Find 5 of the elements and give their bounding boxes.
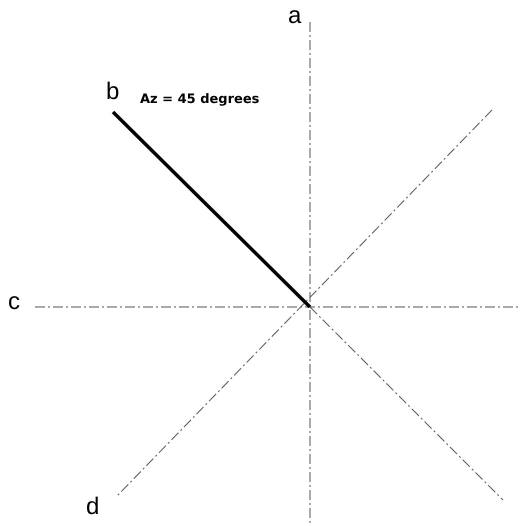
axis-label: d xyxy=(86,495,100,519)
axis-label: b xyxy=(106,80,120,104)
axis-label: c xyxy=(8,290,20,314)
axis-label: a xyxy=(288,4,302,28)
angle-annotation: Az = 45 degrees xyxy=(140,93,260,106)
